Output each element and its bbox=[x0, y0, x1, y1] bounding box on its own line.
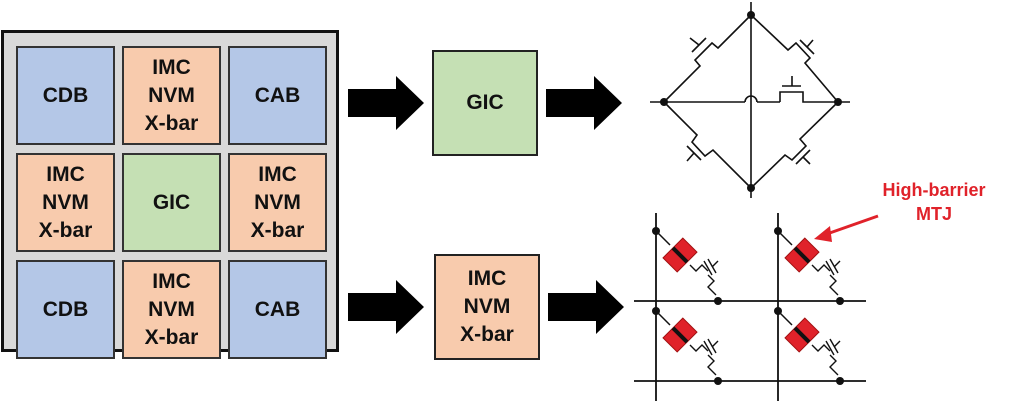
block-gic-center: GIC bbox=[122, 153, 221, 252]
node-left bbox=[660, 98, 668, 106]
chip-floorplan: CDB IMC NVM X-bar CAB IMC NVM X-bar GIC … bbox=[1, 30, 339, 359]
arrow-gic-to-circuit bbox=[546, 76, 622, 130]
mtj-crossbar-schematic bbox=[634, 213, 866, 401]
block-cab-bottom: CAB bbox=[228, 260, 327, 359]
node-right bbox=[834, 98, 842, 106]
imc-nvm-xbar-block: IMC NVM X-bar bbox=[434, 254, 540, 360]
arrow-to-gic bbox=[348, 76, 424, 130]
block-imc-left: IMC NVM X-bar bbox=[16, 153, 115, 252]
transistor-bottom-left bbox=[663, 101, 752, 189]
transistor-top-right bbox=[750, 14, 839, 103]
transistor-horizontal bbox=[779, 91, 850, 103]
arrow-imc-to-crossbar bbox=[548, 280, 624, 334]
gic-bridge-schematic bbox=[650, 2, 850, 198]
transistor-bottom-right bbox=[750, 101, 839, 189]
mtj-cell-3 bbox=[651, 306, 723, 386]
high-barrier-mtj-label: High-barrier MTJ bbox=[882, 180, 986, 224]
node-top bbox=[747, 11, 755, 19]
mtj-cell-4 bbox=[773, 306, 845, 386]
transistor-top-left bbox=[663, 14, 752, 103]
block-cab-top: CAB bbox=[228, 46, 327, 145]
mtj-cell-1 bbox=[651, 226, 723, 306]
block-imc-bottom: IMC NVM X-bar bbox=[122, 260, 221, 359]
block-imc-right: IMC NVM X-bar bbox=[228, 153, 327, 252]
gic-block: GIC bbox=[432, 50, 538, 156]
node-bottom bbox=[747, 184, 755, 192]
annotation-arrow bbox=[814, 214, 879, 242]
block-cdb-bottom: CDB bbox=[16, 260, 115, 359]
wire-crossover-hop bbox=[744, 95, 758, 103]
block-imc-top: IMC NVM X-bar bbox=[122, 46, 221, 145]
arrow-to-imc bbox=[348, 280, 424, 334]
block-cdb-top: CDB bbox=[16, 46, 115, 145]
